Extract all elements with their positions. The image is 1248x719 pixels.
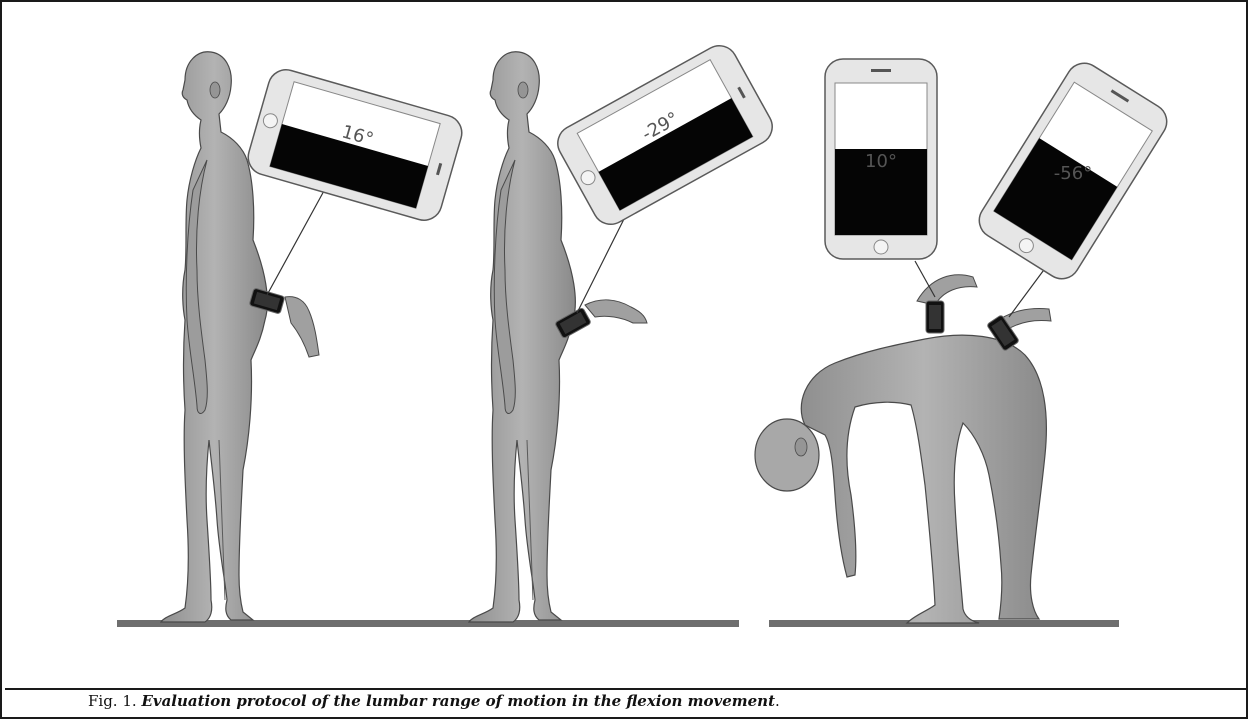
phone-reading-4: -56° (1054, 163, 1092, 184)
phone-display-2: -29° (551, 39, 778, 230)
standing-figure-1: 16° (161, 52, 466, 622)
phone-display-3: 10° (825, 59, 937, 259)
flexed-figure: 10° -56° (755, 57, 1173, 623)
standing-figure-2: -29° (469, 39, 779, 622)
caption-end: . (775, 692, 780, 710)
caption-label: Fig. 1. (88, 692, 137, 710)
phone-display-4: -56° (973, 57, 1174, 286)
phone-reading-3: 10° (865, 151, 897, 172)
caption-text: Evaluation protocol of the lumbar range … (141, 692, 775, 710)
floor-left (117, 620, 739, 627)
phone-display-1: 16° (244, 66, 466, 225)
figure-panel: 16° -29° (5, 5, 1246, 690)
figure-illustration: 16° -29° (5, 5, 1246, 688)
figure-caption: Fig. 1. Evaluation protocol of the lumba… (88, 692, 780, 710)
leader-line-1 (267, 189, 325, 295)
